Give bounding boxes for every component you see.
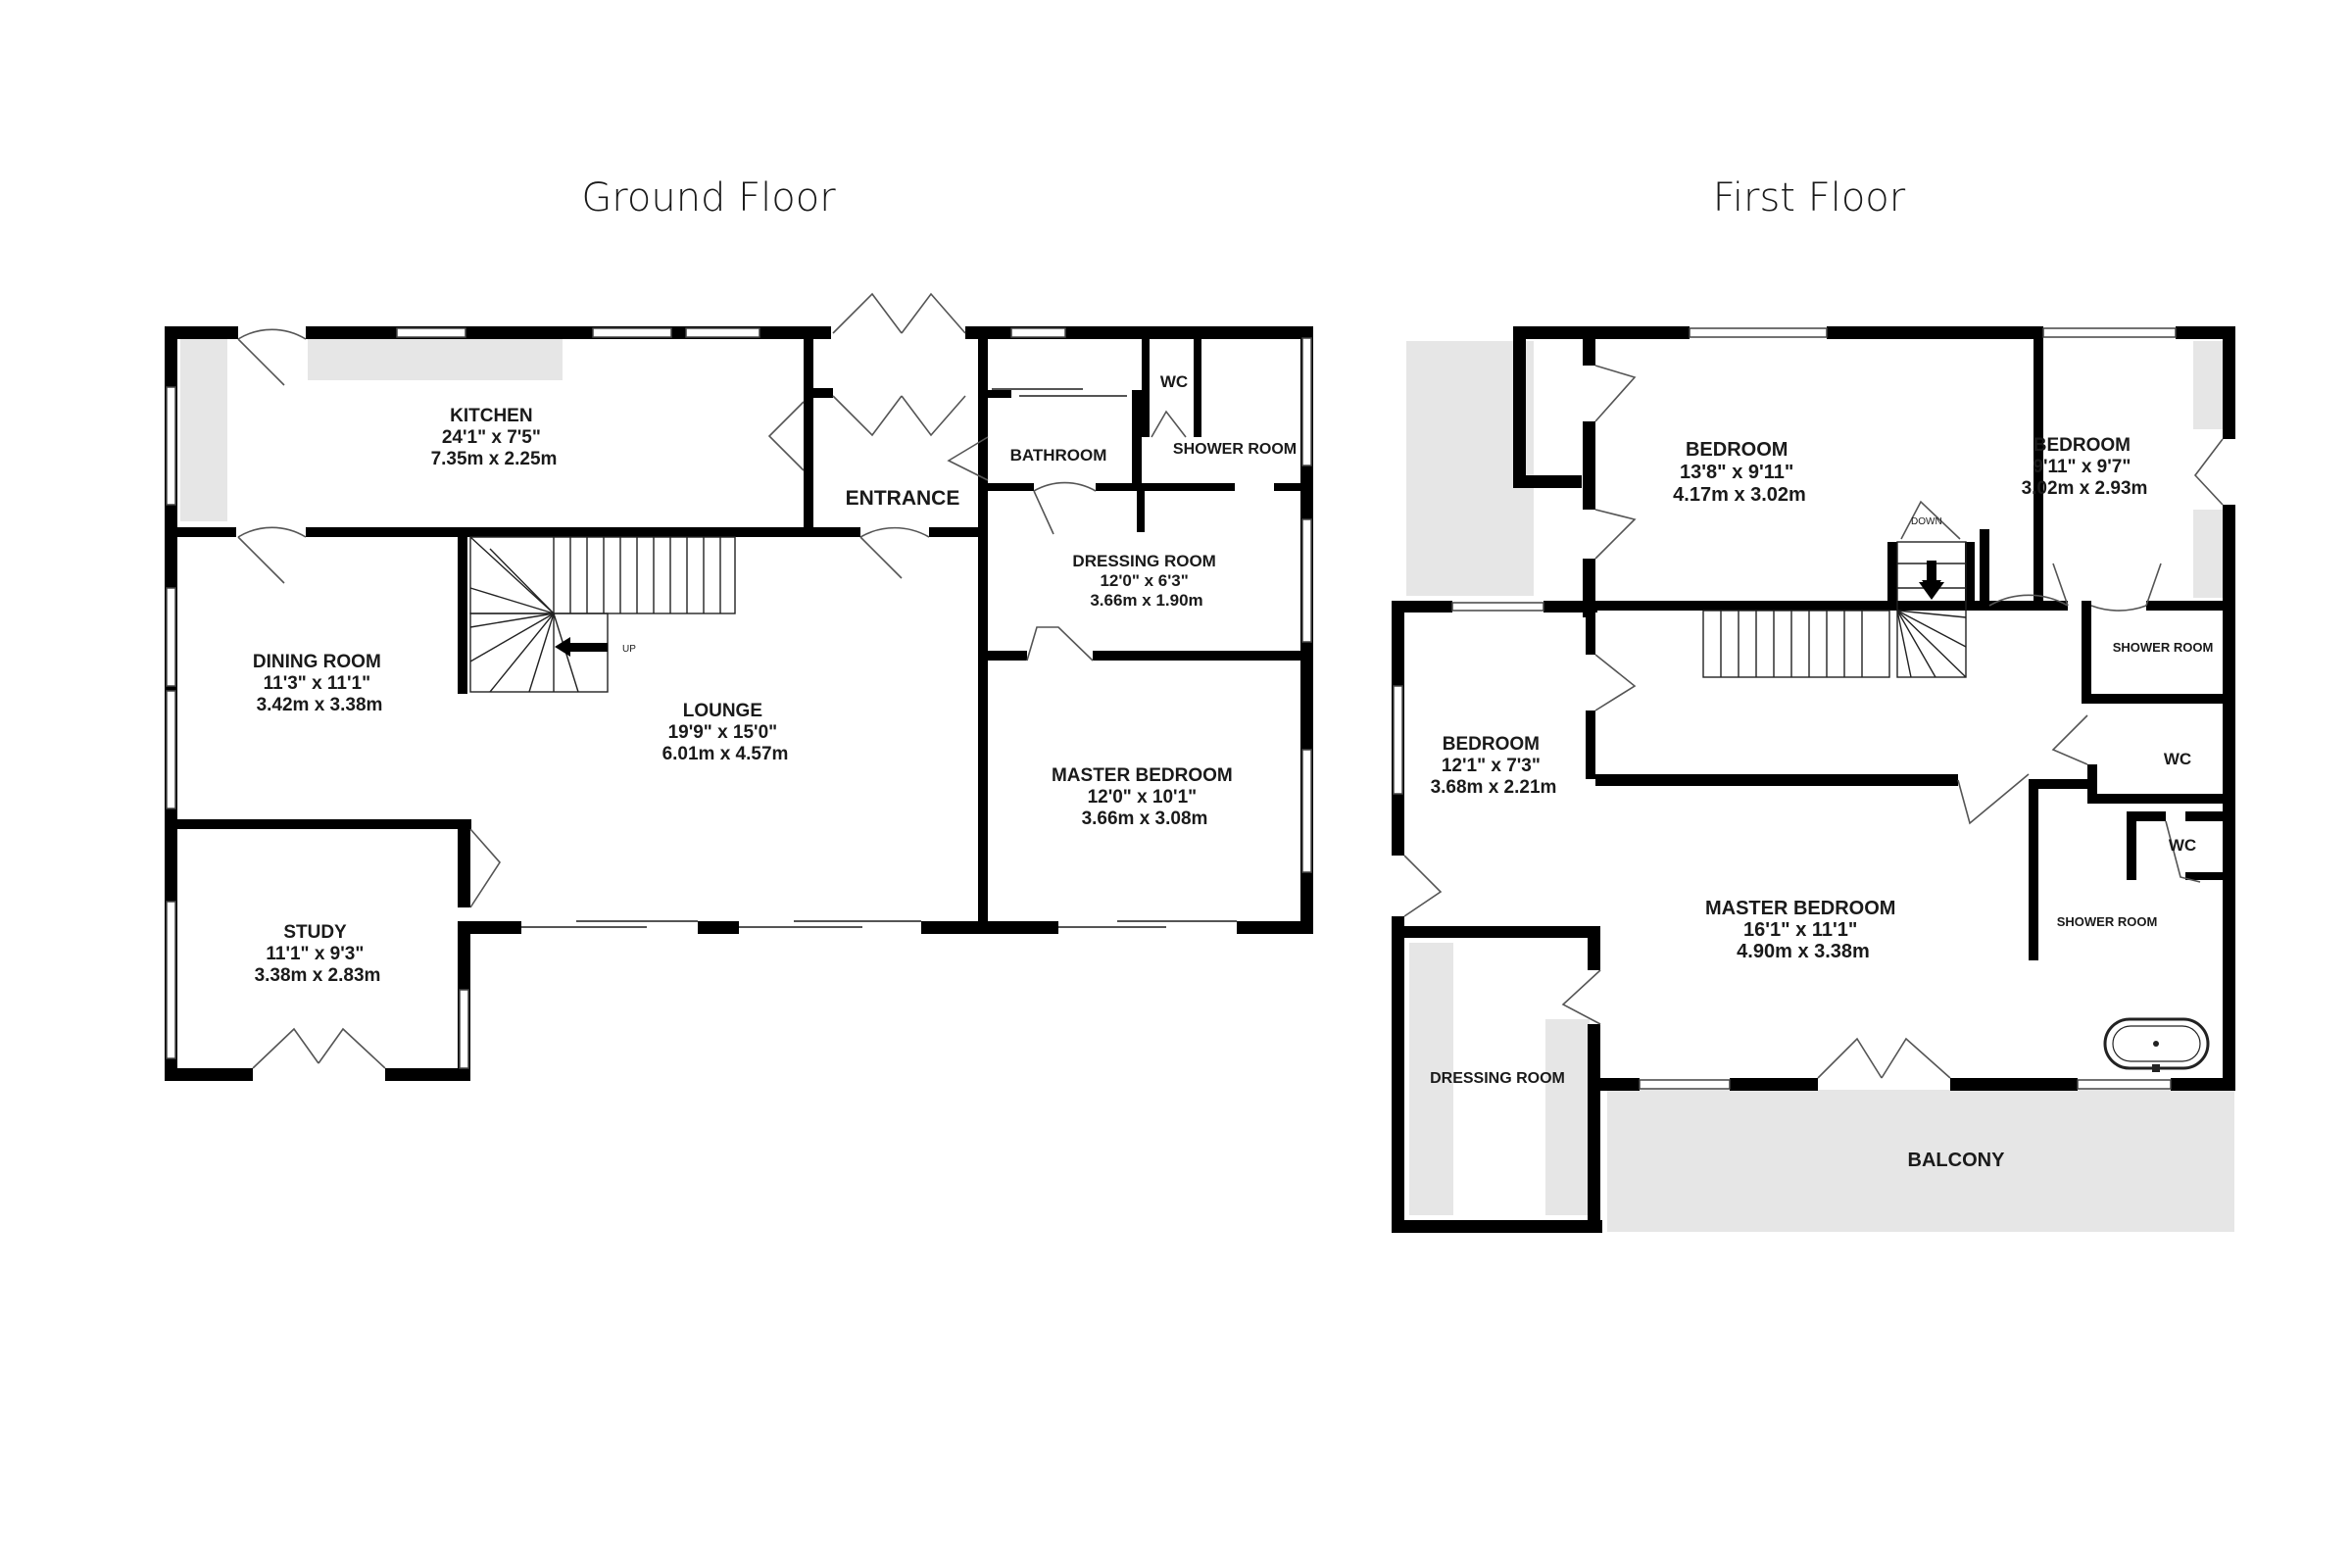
bedroom-wardrobe-2: [2193, 510, 2223, 598]
bedroom-1-label: BEDROOM 13'8" x 9'11" 4.17m x 3.02m: [1673, 439, 1806, 506]
kitchen-label: KITCHEN 24'1" x 7'5" 7.35m x 2.25m: [431, 406, 558, 469]
ground-stair-label: UP: [622, 644, 636, 655]
wc-1-label: WC: [2164, 750, 2191, 768]
entrance-label: ENTRANCE: [846, 487, 960, 510]
balcony-area: [1607, 1090, 2234, 1232]
bathtub-icon: [2103, 1017, 2210, 1072]
balcony-label: BALCONY: [1908, 1150, 2006, 1171]
bedroom-2-label: BEDROOM 9'11" x 9'7" 3.02m x 2.93m: [2022, 435, 2148, 499]
kitchen-counter: [308, 339, 563, 380]
first-floor-plan: DOWN BEDROOM 13'8" x 9'11" 4.17m x 3.02m…: [1392, 326, 2235, 1233]
ground-floor-plan: UP KITCHEN 24'1" x 7'5" 7.35m x 2.25m EN…: [165, 292, 1313, 1081]
ground-dressing-room-label: DRESSING ROOM 12'0" x 6'3" 3.66m x 1.90m: [1072, 552, 1220, 610]
bathroom-label: BATHROOM: [1010, 446, 1107, 465]
up-arrow-icon: [555, 637, 608, 657]
ground-shower-room-label: SHOWER ROOM: [1173, 441, 1297, 458]
wc-2-label: WC: [2169, 836, 2196, 855]
first-floor-walls: [1392, 326, 2235, 1233]
dressing-rail-left: [1409, 943, 1453, 1215]
roof-area: [1406, 341, 1534, 596]
ground-wc-label: WC: [1160, 372, 1188, 391]
ground-floor-doors: [237, 292, 1187, 1069]
first-stair-label: DOWN: [1911, 516, 1942, 527]
bedroom-wardrobe: [2193, 341, 2223, 429]
study-label: STUDY 11'1" x 9'3" 3.38m x 2.83m: [255, 922, 381, 986]
shower-room-1-label: SHOWER ROOM: [2113, 640, 2214, 655]
bedroom-3-label: BEDROOM 12'1" x 7'3" 3.68m x 2.21m: [1431, 734, 1557, 798]
ground-floor-title: Ground Floor: [581, 175, 836, 220]
dining-room-label: DINING ROOM 11'3" x 11'1" 3.42m x 3.38m: [253, 652, 386, 715]
shower-room-2-label: SHOWER ROOM: [2057, 914, 2158, 929]
first-floor-stairs: [1702, 500, 1967, 678]
first-master-bedroom-label: MASTER BEDROOM 16'1" x 11'1" 4.90m x 3.3…: [1705, 898, 1901, 962]
ground-floor-stairs: [469, 536, 736, 693]
dressing-rail-right: [1545, 1019, 1590, 1215]
ground-floor-windows: [166, 327, 1312, 1069]
lounge-label: LOUNGE 19'9" x 15'0" 6.01m x 4.57m: [662, 701, 789, 764]
ground-master-bedroom-label: MASTER BEDROOM 12'0" x 10'1" 3.66m x 3.0…: [1052, 765, 1238, 829]
down-arrow-icon: [1919, 561, 1944, 600]
ground-floor-sliding-doors: [521, 388, 1237, 928]
kitchen-side-counter: [180, 339, 227, 521]
first-dressing-room-label: DRESSING ROOM: [1430, 1070, 1565, 1087]
first-floor-doors: [1403, 365, 2224, 1079]
first-floor-title: First Floor: [1713, 175, 1906, 220]
first-floor-windows: [1393, 327, 2177, 1090]
